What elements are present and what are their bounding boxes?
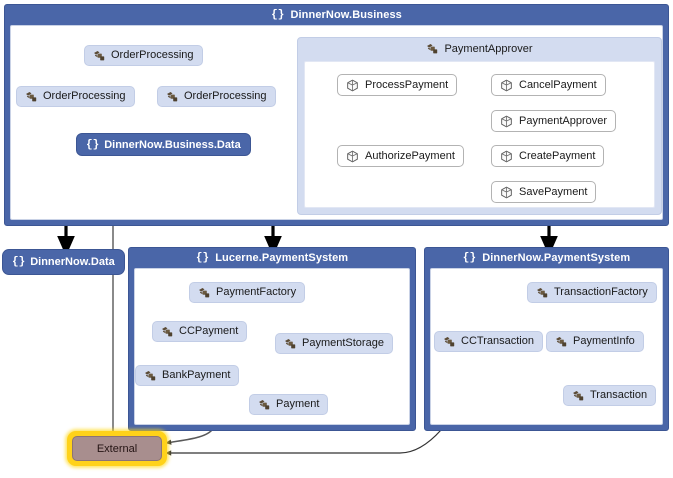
class-icon (536, 287, 549, 299)
method-processpayment[interactable]: ProcessPayment (337, 74, 458, 96)
node-label: DinnerNow.Business.Data (104, 138, 241, 151)
group-paymentapprover[interactable]: PaymentApprover ProcessPayment Authorize… (297, 37, 662, 215)
node-label: BankPayment (162, 369, 231, 381)
method-createpayment[interactable]: CreatePayment (491, 145, 605, 167)
node-transactionfactory[interactable]: TransactionFactory (527, 282, 657, 303)
method-cancelpayment[interactable]: CancelPayment (491, 74, 606, 96)
class-icon (443, 336, 456, 348)
node-paymentstorage[interactable]: PaymentStorage (275, 333, 393, 354)
namespace-brace-icon: {} (462, 252, 477, 264)
method-authorizepayment[interactable]: AuthorizePayment (337, 145, 464, 167)
class-icon (144, 370, 157, 382)
node-label: Payment (276, 398, 320, 410)
node-label: External (96, 442, 138, 455)
node-dinnernow-business-data[interactable]: {} DinnerNow.Business.Data (76, 133, 251, 156)
container-dinnernow-paymentsystem-title: {} DinnerNow.PaymentSystem (425, 248, 668, 268)
method-label: ProcessPayment (365, 79, 449, 91)
method-label: CancelPayment (519, 79, 597, 91)
method-icon (500, 79, 513, 92)
class-icon (166, 91, 179, 103)
class-icon (198, 287, 211, 299)
node-external[interactable]: External (67, 431, 167, 466)
method-icon (500, 115, 513, 128)
method-icon (346, 150, 359, 163)
node-label: Transaction (590, 389, 648, 401)
method-icon (346, 79, 359, 92)
class-icon (161, 326, 174, 338)
class-icon (25, 91, 38, 103)
method-savepayment[interactable]: SavePayment (491, 181, 597, 203)
class-icon (555, 336, 568, 348)
node-label: CCPayment (179, 325, 239, 337)
namespace-brace-icon: {} (195, 252, 210, 264)
group-title-label: PaymentApprover (444, 43, 533, 55)
method-icon (500, 150, 513, 163)
node-external-body[interactable]: External (72, 436, 162, 461)
container-title-label: DinnerNow.PaymentSystem (482, 252, 631, 264)
node-label: CCTransaction (461, 335, 534, 347)
node-label: PaymentFactory (216, 286, 297, 298)
node-cctransaction[interactable]: CCTransaction (434, 331, 543, 352)
node-label: OrderProcessing (111, 49, 194, 61)
edge-paymentsystem-to-external (164, 429, 442, 456)
container-title-label: DinnerNow.Business (290, 9, 402, 21)
class-icon (258, 399, 271, 411)
node-payment[interactable]: Payment (249, 394, 329, 415)
group-paymentapprover-title: PaymentApprover (298, 38, 661, 60)
method-label: AuthorizePayment (365, 150, 455, 162)
node-label: PaymentStorage (302, 337, 384, 349)
edge-lucerne-to-external (165, 429, 213, 445)
method-paymentapprover[interactable]: PaymentApprover (491, 110, 617, 132)
node-label: OrderProcessing (43, 90, 126, 102)
namespace-brace-icon: {} (12, 256, 26, 268)
class-icon (93, 50, 106, 62)
node-paymentinfo[interactable]: PaymentInfo (546, 331, 644, 352)
node-ccpayment[interactable]: CCPayment (152, 321, 248, 342)
node-bankpayment[interactable]: BankPayment (135, 365, 240, 386)
method-label: SavePayment (519, 186, 588, 198)
container-title-label: Lucerne.PaymentSystem (215, 252, 349, 264)
node-orderprocessing-top[interactable]: OrderProcessing (84, 45, 203, 66)
node-label: PaymentInfo (573, 335, 635, 347)
method-label: PaymentApprover (519, 115, 608, 127)
node-orderprocessing-right[interactable]: OrderProcessing (157, 86, 276, 107)
node-dinnernow-data[interactable]: {} DinnerNow.Data (2, 249, 125, 275)
method-icon (500, 186, 513, 199)
class-icon (426, 43, 439, 55)
node-orderprocessing-left[interactable]: OrderProcessing (16, 86, 135, 107)
namespace-brace-icon: {} (86, 138, 100, 151)
node-transaction[interactable]: Transaction (563, 385, 657, 406)
method-label: CreatePayment (519, 150, 596, 162)
node-paymentfactory[interactable]: PaymentFactory (189, 282, 306, 303)
class-icon (572, 390, 585, 402)
class-icon (284, 338, 297, 350)
node-label: DinnerNow.Data (30, 256, 115, 268)
container-lucerne-title: {} Lucerne.PaymentSystem (129, 248, 415, 268)
node-label: TransactionFactory (554, 286, 648, 298)
container-dinnernow-business-title: {} DinnerNow.Business (5, 5, 668, 25)
namespace-brace-icon: {} (271, 9, 285, 21)
node-label: OrderProcessing (184, 90, 267, 102)
